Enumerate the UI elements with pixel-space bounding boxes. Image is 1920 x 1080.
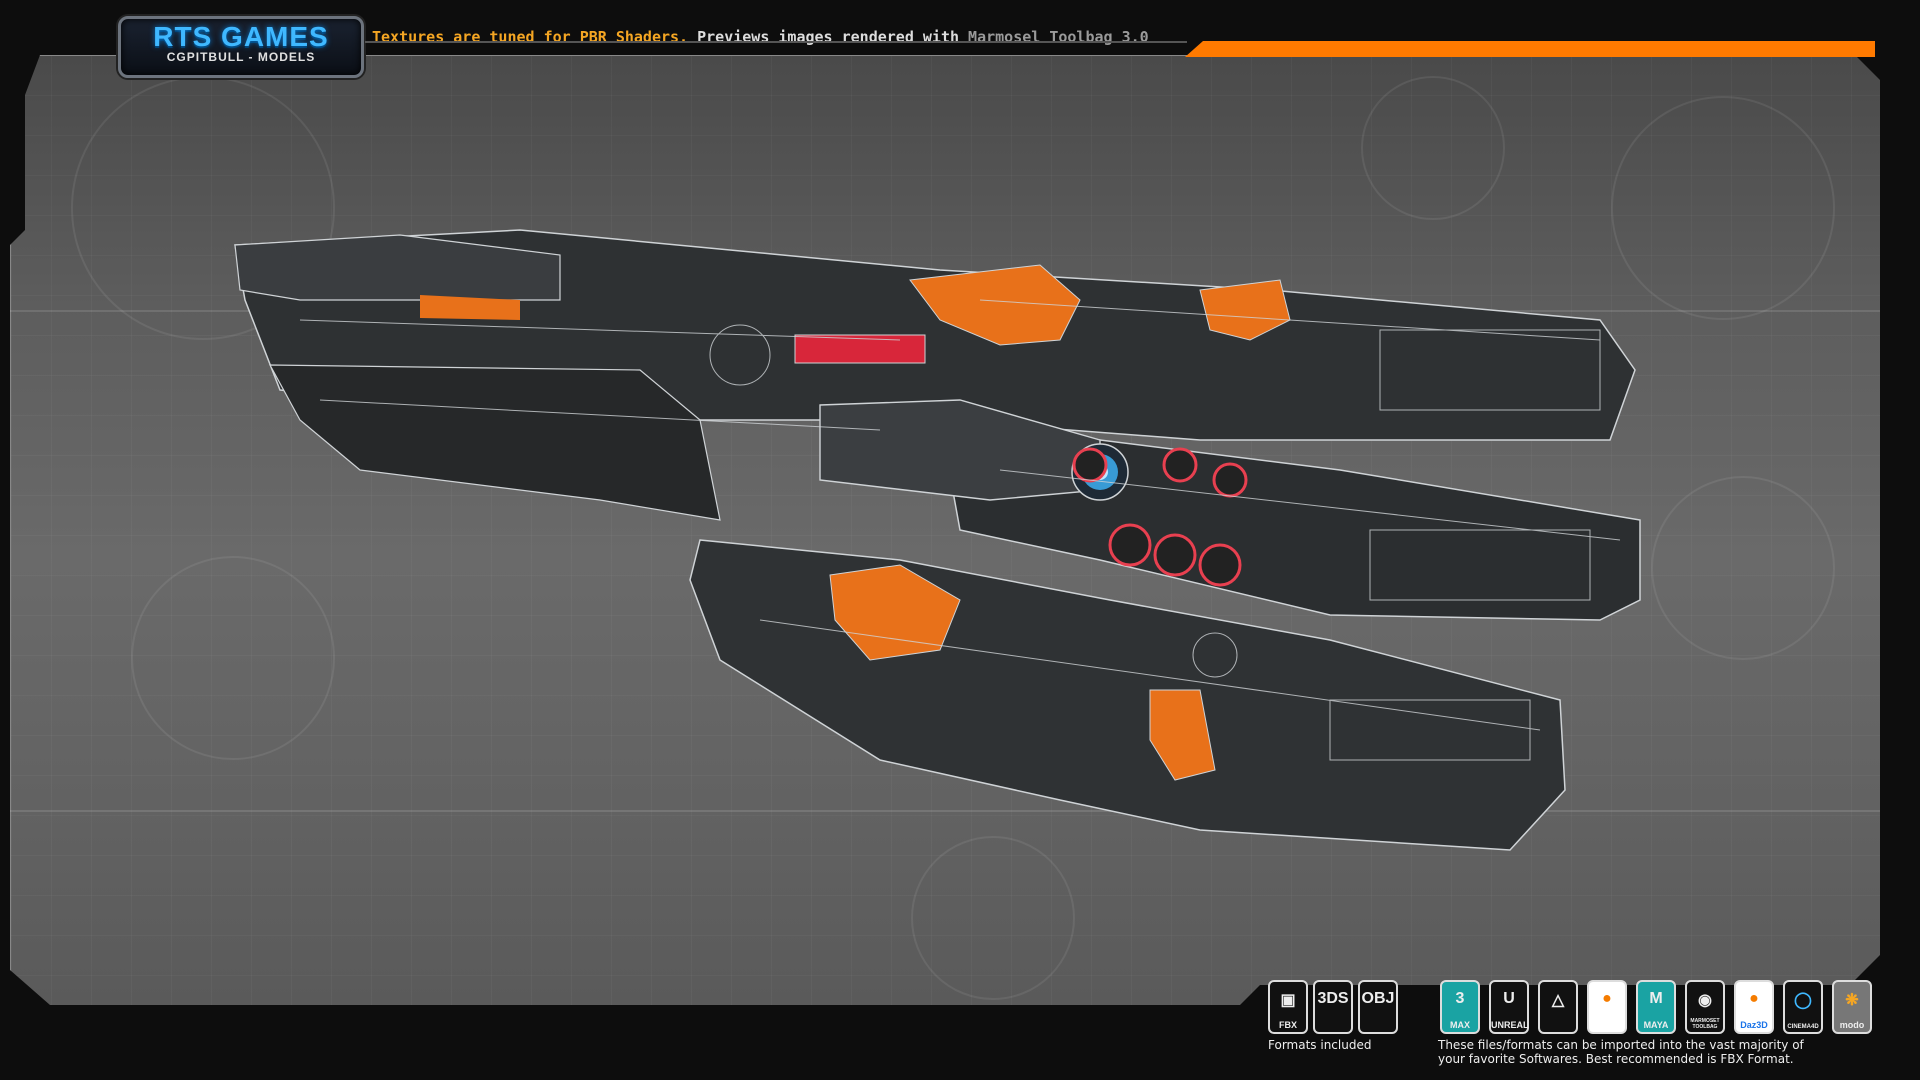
modo-label: modo (1839, 1020, 1865, 1030)
software-caption-line1: These files/formats can be imported into… (1438, 1038, 1804, 1052)
cinema4d-label: CINEMA4D (1787, 1024, 1819, 1030)
marmoset-label: MARMOSET TOOLBAG (1690, 1018, 1720, 1030)
cinema4d-icon: ◯CINEMA4D (1783, 980, 1823, 1034)
header-render-note: Previews images rendered with (688, 28, 969, 46)
blueprint-gear (131, 556, 335, 760)
3ds-label: 3DS (1317, 990, 1349, 1007)
maya-label: MAYA (1643, 1020, 1669, 1030)
header-divider (365, 41, 1187, 43)
blender-icon: ● (1587, 980, 1627, 1034)
unity-icon: △ (1538, 980, 1578, 1034)
panel-divider (10, 810, 1880, 812)
obj-file-icon: OBJ (1358, 980, 1398, 1034)
rts-games-logo: RTS GAMES CGPITBULL - MODELS (118, 16, 364, 78)
fbx-file-icon: ▣FBX (1268, 980, 1308, 1034)
3ds-file-icon: 3DS (1313, 980, 1353, 1034)
marmoset-icon: ◉MARMOSET TOOLBAG (1685, 980, 1725, 1034)
logo-title: RTS GAMES (153, 21, 329, 52)
unreal-label: UNREAL (1491, 1020, 1529, 1030)
obj-label: OBJ (1361, 990, 1395, 1007)
logo-subtitle: CGPITBULL - MODELS (166, 50, 316, 64)
blueprint-gear (1651, 476, 1835, 660)
max-label: MAX (1450, 1020, 1470, 1030)
modo-icon: ❋modo (1832, 980, 1872, 1034)
fbx-label: FBX (1279, 1020, 1297, 1030)
header-pbr-note: Textures are tuned for PBR Shaders. (372, 28, 689, 46)
blueprint-gear (1361, 76, 1505, 220)
daz3d-icon: ●Daz3D (1734, 980, 1774, 1034)
header-info: Textures are tuned for PBR Shaders. Prev… (372, 28, 1149, 46)
orange-accent-bar (1185, 41, 1875, 57)
formats-caption: Formats included (1268, 1038, 1372, 1052)
daz3d-label: Daz3D (1740, 1020, 1768, 1030)
blueprint-gear (911, 836, 1075, 1000)
header-renderer-name: Marmosel Toolbag 3.0 (968, 28, 1149, 46)
software-caption-line2: your favorite Softwares. Best recommende… (1438, 1052, 1794, 1066)
blueprint-gear (1611, 96, 1835, 320)
